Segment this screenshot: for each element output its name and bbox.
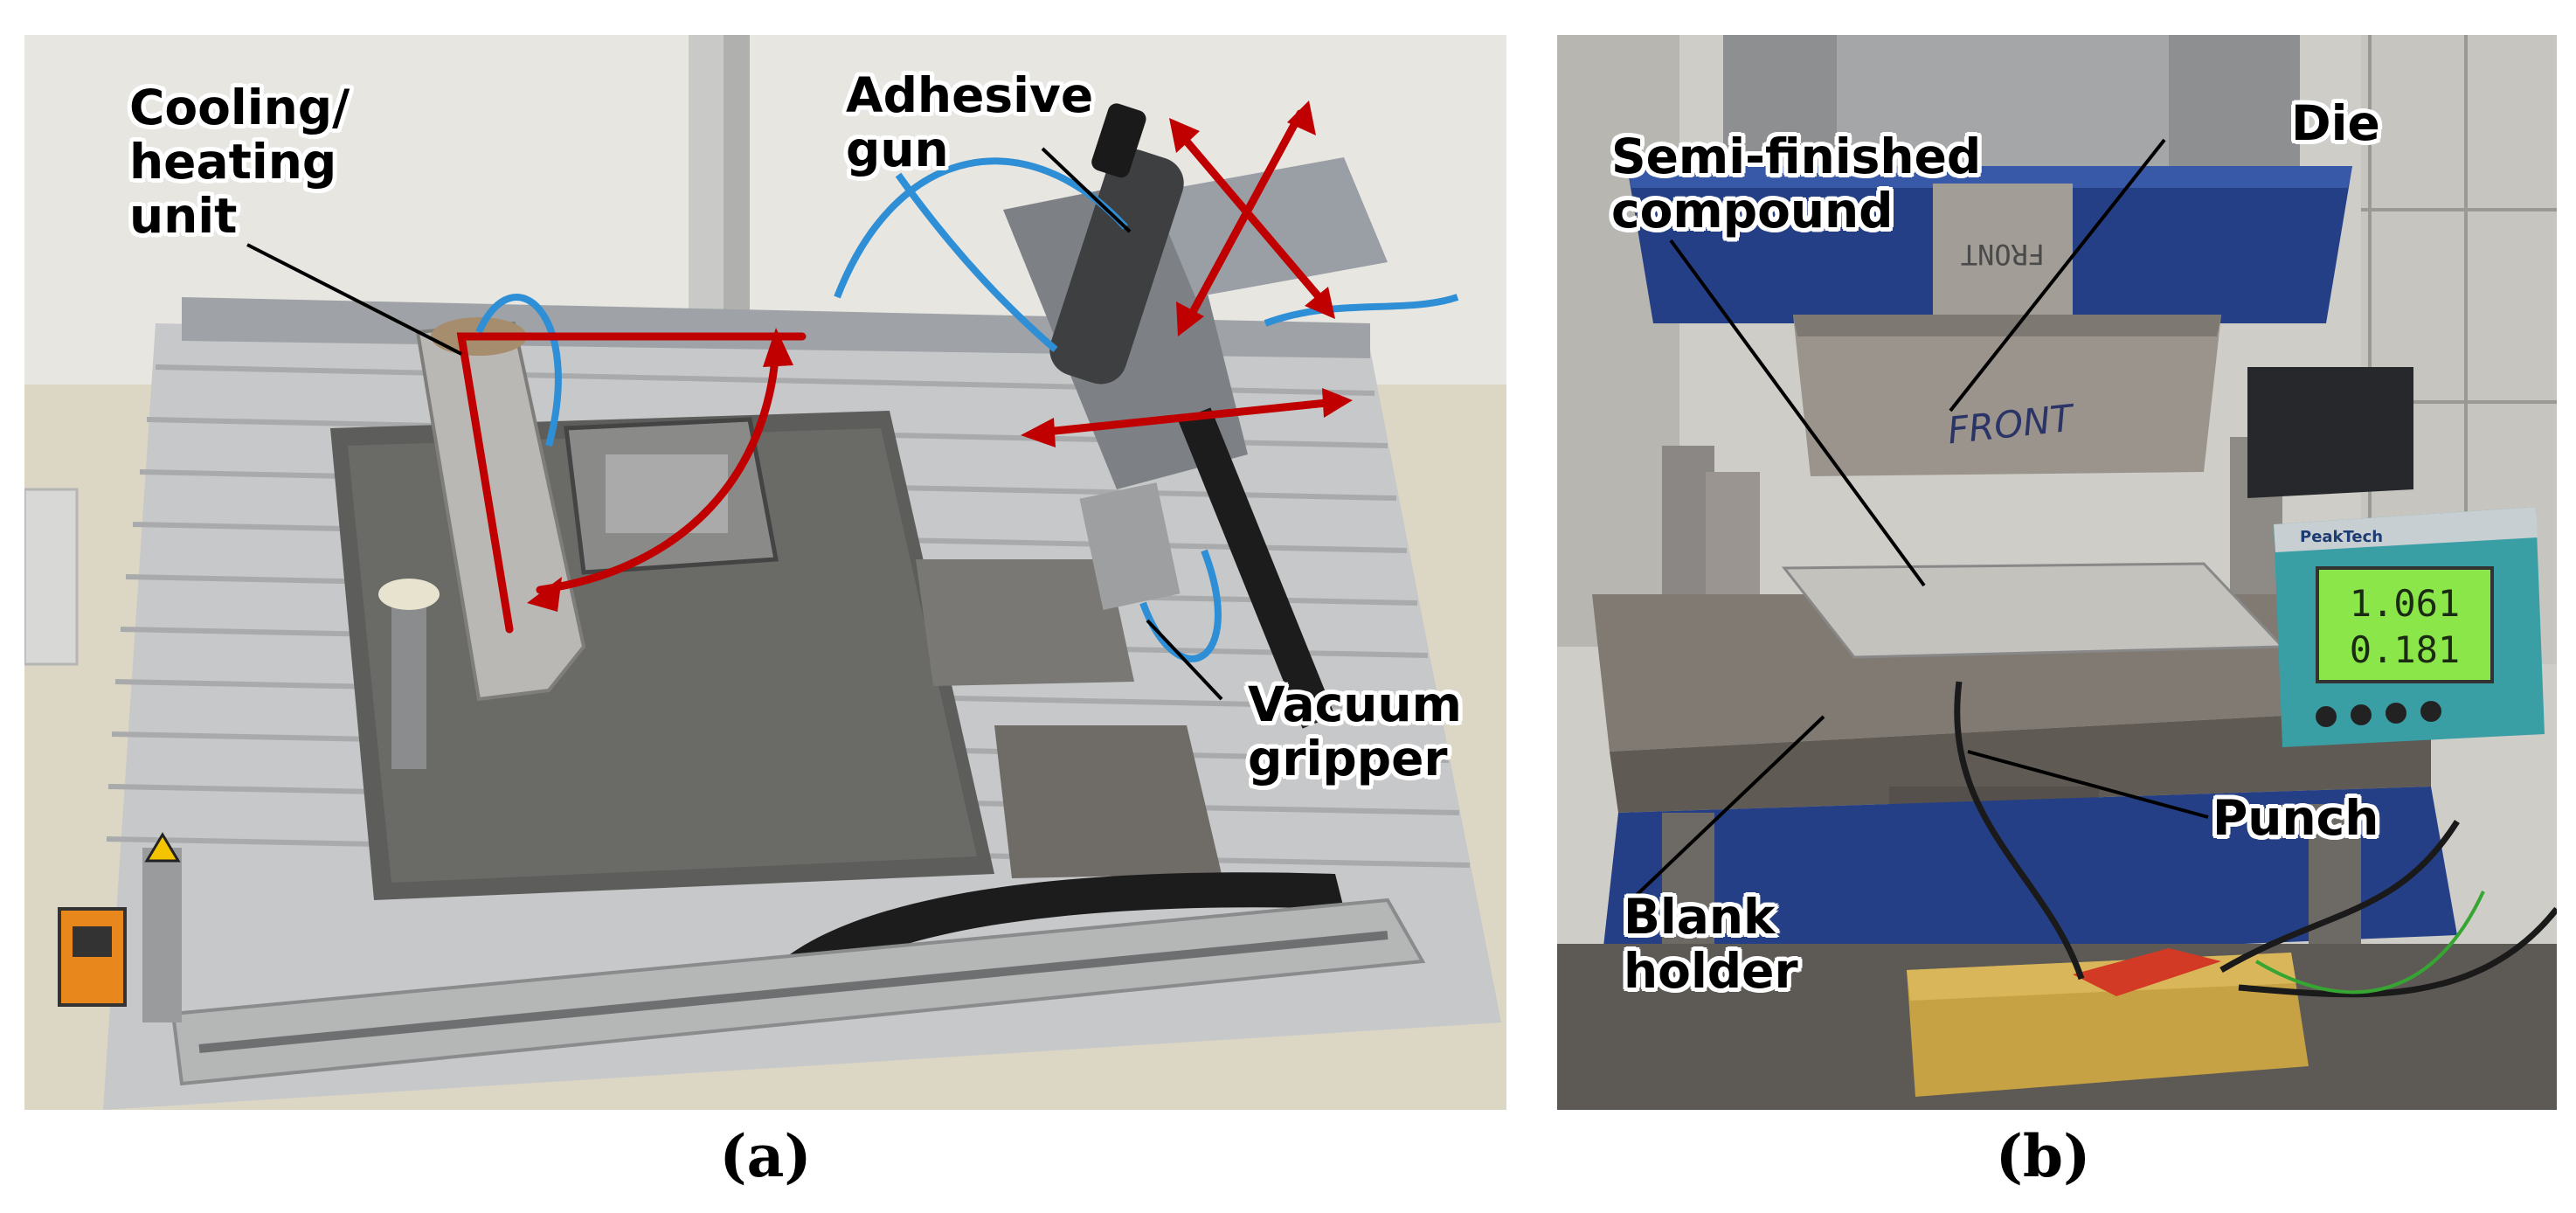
panel-a-label: (a) bbox=[719, 1122, 812, 1190]
callout-vacuum-gripper: Vacuum gripper bbox=[1248, 676, 1462, 787]
callout-cooling-heating-unit: Cooling/ heating unit bbox=[129, 80, 350, 244]
callout-die: Die bbox=[2291, 95, 2380, 151]
panel-a-photo: Cooling/ heating unit Adhesive gun Vacuu… bbox=[24, 35, 1506, 1110]
meter-reading-2: 0.181 bbox=[2350, 628, 2460, 671]
callout-punch: Punch bbox=[2212, 790, 2379, 846]
callout-blank-holder: Blank holder bbox=[1624, 889, 1798, 999]
callout-adhesive-gun: Adhesive gun bbox=[846, 67, 1094, 177]
meter-reading-1: 1.061 bbox=[2350, 582, 2460, 625]
callout-semi-finished-compound: Semi-finished compound bbox=[1611, 128, 1982, 239]
die-stamp-text: FRONT bbox=[1961, 238, 2045, 271]
panel-b-photo-illustration: FRONT FRONT bbox=[1557, 35, 2557, 1110]
panel-b-photo: FRONT FRONT bbox=[1557, 35, 2557, 1110]
panel-b-label: (b) bbox=[1995, 1122, 2091, 1190]
panel-a-photo-illustration bbox=[24, 35, 1506, 1110]
meter-brand: PeakTech bbox=[2300, 528, 2383, 546]
